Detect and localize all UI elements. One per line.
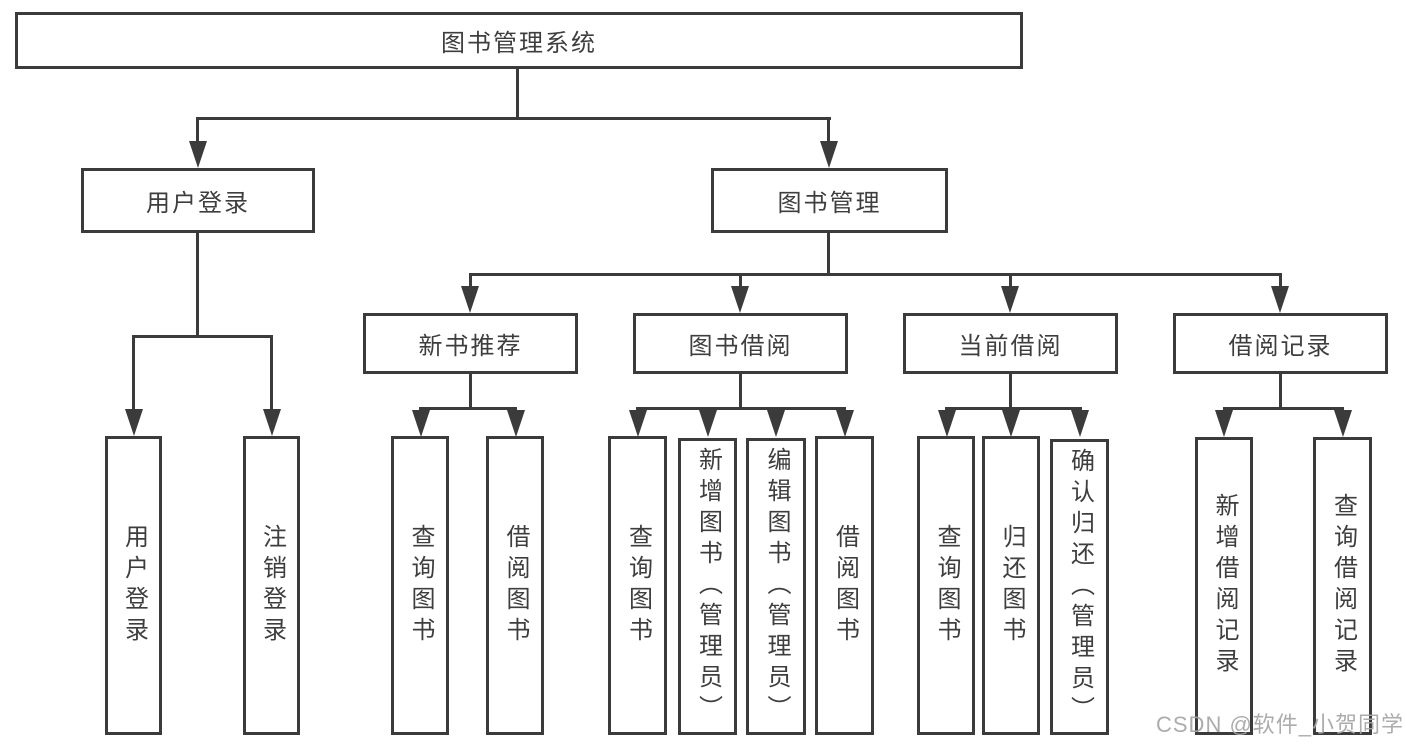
node-nb-borrow-books-label: 借阅图书 (502, 523, 529, 648)
node-current-borrowing-label: 当前借阅 (958, 333, 1063, 360)
connector-book-borrowing-stem (739, 374, 742, 409)
arrowhead-down-icon (189, 141, 207, 168)
node-bb-query-books: 查询图书 (608, 436, 667, 735)
arrowhead-down-icon (507, 410, 525, 437)
connector-new-books-rail (419, 407, 517, 410)
csdn-watermark: CSDN @软件_小贺同学 (1156, 712, 1405, 737)
node-cb-return-books-label: 归还图书 (998, 523, 1025, 648)
node-br-query-record: 查询借阅记录 (1313, 437, 1372, 735)
connector-arrow-stem (827, 117, 830, 145)
connector-arrow-stem (739, 273, 742, 290)
node-bb-add-books-label: 新增图书（管理员） (694, 447, 722, 726)
connector-user-login-rail (132, 335, 273, 338)
node-borrowing-records-label: 借阅记录 (1228, 333, 1333, 360)
connector-book-management-stem (827, 233, 830, 275)
arrowhead-down-icon (412, 410, 430, 437)
node-bb-query-books-label: 查询图书 (624, 523, 652, 648)
node-user-login-label: 用户登录 (146, 190, 250, 217)
arrowhead-down-icon (820, 141, 838, 168)
arrowhead-down-icon (1071, 410, 1089, 437)
node-cb-return-books: 归还图书 (982, 436, 1040, 735)
node-book-management-label: 图书管理 (777, 190, 882, 217)
connector-level2-rail (469, 273, 1282, 276)
connector-root-stem (516, 68, 519, 120)
node-new-books: 新书推荐 (363, 313, 578, 374)
node-user-login-leaf: 用户登录 (105, 436, 162, 735)
node-br-add-record-label: 新增借阅记录 (1211, 493, 1238, 679)
arrowhead-down-icon (731, 286, 749, 313)
node-book-borrowing-label: 图书借阅 (688, 333, 793, 360)
connector-arrow-stem (1009, 273, 1012, 290)
connector-current-borrowing-stem (1009, 374, 1012, 409)
node-cb-query-books-label: 查询图书 (933, 523, 960, 648)
node-cb-confirm-return: 确认归还（管理员） (1050, 439, 1109, 735)
node-bb-borrow-books: 借阅图书 (815, 436, 874, 735)
node-nb-borrow-books: 借阅图书 (486, 436, 544, 735)
node-bb-add-books: 新增图书（管理员） (678, 438, 737, 735)
arrowhead-down-icon (1002, 410, 1020, 437)
node-book-borrowing: 图书借阅 (633, 313, 848, 374)
node-nb-query-books-label: 查询图书 (407, 523, 434, 648)
node-br-add-record: 新增借阅记录 (1195, 437, 1253, 735)
arrowhead-down-icon (1001, 286, 1019, 313)
node-root: 图书管理系统 (15, 12, 1023, 69)
arrowhead-down-icon (1334, 410, 1352, 437)
arrowhead-down-icon (1215, 410, 1233, 437)
node-cb-query-books: 查询图书 (917, 436, 975, 735)
arrowhead-down-icon (836, 410, 854, 437)
node-logout-label: 注销登录 (258, 523, 286, 648)
connector-arrow-stem (469, 273, 472, 290)
arrowhead-down-icon (125, 409, 143, 436)
node-logout: 注销登录 (243, 436, 300, 735)
connector-arrow-stem (196, 117, 199, 145)
arrowhead-down-icon (1271, 286, 1289, 313)
node-cb-confirm-return-label: 确认归还（管理员） (1066, 447, 1094, 727)
arrowhead-down-icon (938, 410, 956, 437)
connector-arrow-stem (270, 335, 273, 413)
arrowhead-down-icon (767, 410, 785, 437)
connector-user-login-stem (196, 233, 199, 337)
node-new-books-label: 新书推荐 (418, 333, 523, 360)
node-user-login: 用户登录 (81, 168, 315, 233)
connector-borrowing-records-stem (1279, 374, 1282, 409)
node-book-management: 图书管理 (711, 168, 948, 233)
node-br-query-record-label: 查询借阅记录 (1329, 493, 1357, 679)
connector-current-borrowing-rail (945, 407, 1082, 410)
node-user-login-leaf-label: 用户登录 (120, 523, 148, 648)
node-current-borrowing: 当前借阅 (903, 313, 1118, 374)
connector-borrowing-records-rail (1223, 407, 1344, 410)
connector-book-borrowing-rail (636, 407, 846, 410)
node-bb-edit-books-label: 编辑图书（管理员） (763, 447, 790, 726)
node-bb-edit-books: 编辑图书（管理员） (746, 438, 806, 735)
arrowhead-down-icon (629, 410, 647, 437)
node-bb-borrow-books-label: 借阅图书 (831, 523, 859, 648)
connector-new-books-stem (469, 374, 472, 409)
node-root-label: 图书管理系统 (441, 30, 597, 57)
node-borrowing-records: 借阅记录 (1173, 313, 1388, 374)
connector-arrow-stem (132, 335, 135, 413)
connector-level1-rail (196, 117, 831, 120)
arrowhead-down-icon (263, 409, 281, 436)
arrowhead-down-icon (461, 286, 479, 313)
node-nb-query-books: 查询图书 (391, 436, 449, 735)
arrowhead-down-icon (699, 410, 717, 437)
connector-arrow-stem (1279, 273, 1282, 290)
